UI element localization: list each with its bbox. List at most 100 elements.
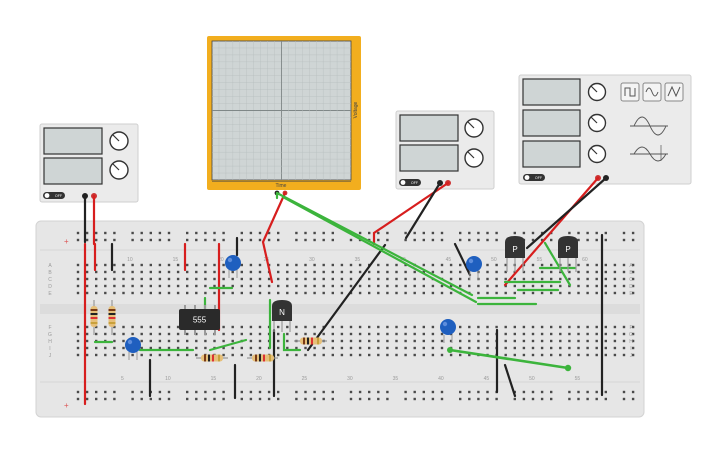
rail-hole[interactable]: [240, 397, 243, 401]
breadboard-hole[interactable]: [586, 339, 589, 343]
breadboard-hole[interactable]: [522, 263, 526, 267]
breadboard-hole[interactable]: [522, 339, 526, 343]
breadboard-hole[interactable]: [213, 339, 216, 343]
breadboard-hole[interactable]: [368, 346, 371, 350]
breadboard-hole[interactable]: [186, 270, 189, 274]
breadboard-hole[interactable]: [513, 277, 516, 281]
breadboard-hole[interactable]: [85, 339, 89, 343]
rail-hole[interactable]: [368, 397, 371, 401]
breadboard-hole[interactable]: [331, 291, 334, 295]
breadboard-hole[interactable]: [113, 263, 116, 267]
rail-hole[interactable]: [495, 231, 498, 235]
breadboard-hole[interactable]: [568, 291, 571, 295]
rail-hole[interactable]: [267, 238, 271, 242]
breadboard-hole[interactable]: [404, 332, 407, 336]
breadboard-hole[interactable]: [176, 270, 180, 274]
breadboard-hole[interactable]: [277, 353, 280, 357]
breadboard-hole[interactable]: [568, 332, 571, 336]
breadboard-hole[interactable]: [167, 277, 171, 281]
breadboard-hole[interactable]: [176, 325, 180, 329]
rail-hole[interactable]: [631, 231, 635, 235]
rail-hole[interactable]: [386, 231, 389, 235]
rail-hole[interactable]: [258, 390, 262, 394]
rail-hole[interactable]: [85, 231, 89, 235]
breadboard-hole[interactable]: [531, 263, 535, 267]
breadboard-hole[interactable]: [140, 291, 143, 295]
breadboard-hole[interactable]: [331, 346, 334, 350]
breadboard-hole[interactable]: [495, 291, 498, 295]
rail-hole[interactable]: [322, 231, 325, 235]
breadboard-hole[interactable]: [440, 339, 444, 343]
breadboard-hole[interactable]: [613, 332, 617, 336]
breadboard-hole[interactable]: [513, 284, 516, 288]
breadboard-hole[interactable]: [413, 346, 416, 350]
breadboard-hole[interactable]: [531, 284, 535, 288]
rail-hole[interactable]: [104, 397, 107, 401]
rail-hole[interactable]: [267, 390, 271, 394]
breadboard-hole[interactable]: [358, 339, 362, 343]
breadboard-hole[interactable]: [304, 332, 307, 336]
rail-hole[interactable]: [386, 390, 389, 394]
rail-hole[interactable]: [249, 238, 253, 242]
breadboard-hole[interactable]: [622, 291, 626, 295]
breadboard-hole[interactable]: [377, 325, 380, 329]
rail-hole[interactable]: [313, 397, 316, 401]
breadboard-hole[interactable]: [95, 332, 98, 336]
breadboard-hole[interactable]: [631, 263, 635, 267]
breadboard-hole[interactable]: [258, 284, 262, 288]
rail-hole[interactable]: [322, 397, 325, 401]
rail-hole[interactable]: [486, 397, 489, 401]
resistor[interactable]: [90, 300, 98, 335]
rail-hole[interactable]: [631, 390, 635, 394]
rail-hole[interactable]: [213, 390, 216, 394]
breadboard-hole[interactable]: [167, 284, 171, 288]
breadboard-hole[interactable]: [586, 284, 589, 288]
breadboard-hole[interactable]: [331, 263, 334, 267]
breadboard-hole[interactable]: [513, 291, 516, 295]
breadboard-hole[interactable]: [386, 291, 389, 295]
breadboard-hole[interactable]: [495, 325, 498, 329]
rail-hole[interactable]: [267, 397, 271, 401]
breadboard-hole[interactable]: [413, 270, 416, 274]
breadboard-hole[interactable]: [386, 270, 389, 274]
breadboard-hole[interactable]: [85, 291, 89, 295]
breadboard-hole[interactable]: [258, 346, 262, 350]
rail-hole[interactable]: [149, 231, 152, 235]
rail-hole[interactable]: [368, 390, 371, 394]
rail-hole[interactable]: [158, 397, 162, 401]
breadboard-hole[interactable]: [277, 263, 280, 267]
rail-hole[interactable]: [540, 390, 544, 394]
breadboard-hole[interactable]: [550, 291, 553, 295]
breadboard-hole[interactable]: [468, 339, 471, 343]
breadboard-hole[interactable]: [286, 270, 289, 274]
breadboard-hole[interactable]: [140, 353, 143, 357]
breadboard-hole[interactable]: [504, 270, 507, 274]
breadboard-hole[interactable]: [249, 284, 253, 288]
breadboard-hole[interactable]: [231, 284, 234, 288]
breadboard-hole[interactable]: [531, 270, 535, 274]
breadboard-hole[interactable]: [486, 270, 489, 274]
breadboard-hole[interactable]: [550, 270, 553, 274]
rail-hole[interactable]: [295, 231, 298, 235]
breadboard-hole[interactable]: [331, 332, 334, 336]
rail-hole[interactable]: [167, 390, 171, 394]
rail-hole[interactable]: [358, 231, 362, 235]
breadboard-hole[interactable]: [222, 284, 225, 288]
breadboard-hole[interactable]: [131, 291, 134, 295]
breadboard-hole[interactable]: [531, 353, 535, 357]
breadboard-hole[interactable]: [631, 284, 635, 288]
rail-hole[interactable]: [468, 390, 471, 394]
breadboard-hole[interactable]: [531, 277, 535, 281]
breadboard-hole[interactable]: [559, 332, 562, 336]
breadboard-hole[interactable]: [631, 270, 635, 274]
breadboard-hole[interactable]: [486, 277, 489, 281]
breadboard-hole[interactable]: [522, 353, 526, 357]
breadboard-hole[interactable]: [395, 332, 398, 336]
breadboard-hole[interactable]: [140, 339, 143, 343]
breadboard-hole[interactable]: [186, 284, 189, 288]
breadboard-hole[interactable]: [550, 346, 553, 350]
rail-hole[interactable]: [95, 231, 98, 235]
breadboard-hole[interactable]: [522, 332, 526, 336]
breadboard-hole[interactable]: [240, 325, 243, 329]
breadboard-hole[interactable]: [459, 263, 462, 267]
